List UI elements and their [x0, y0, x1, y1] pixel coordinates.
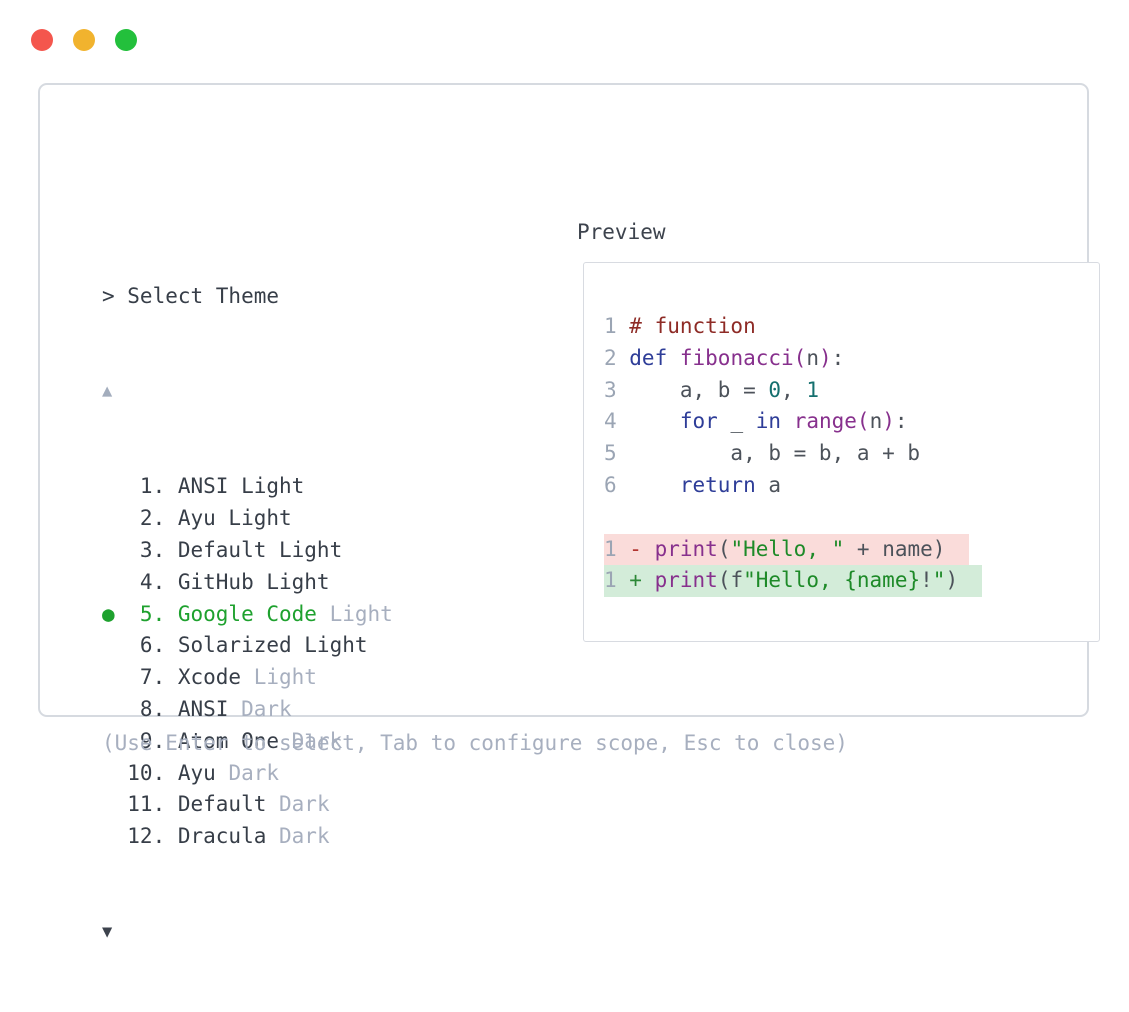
theme-list: 1. ANSI Light 2. Ayu Light 3. Default Li… — [102, 471, 393, 853]
theme-item-9[interactable]: 9. Atom One Dark — [102, 726, 393, 758]
marker-spacer — [102, 789, 127, 821]
theme-item-number: 5 — [139, 601, 153, 626]
theme-item-6[interactable]: 6. Solarized Light — [102, 630, 393, 662]
line-number: 4 — [604, 409, 617, 434]
theme-item-label: Solarized Light — [177, 633, 368, 658]
theme-item-label: ANSI — [177, 696, 229, 721]
marker-spacer — [102, 630, 127, 662]
theme-item-number: 12 — [127, 824, 153, 849]
theme-item-number: 11 — [127, 792, 153, 817]
theme-item-label: Google Code — [177, 601, 317, 626]
theme-item-number: 3 — [139, 537, 153, 562]
theme-item-label: Ayu Light — [177, 506, 292, 531]
code-line: 4 for _ in range(n): — [604, 406, 1099, 438]
theme-item-label: Dracula — [177, 824, 267, 849]
line-number: 2 — [604, 345, 617, 370]
theme-item-number: 7 — [139, 665, 153, 690]
code-line — [604, 502, 1099, 534]
code-line: 6 return a — [604, 470, 1099, 502]
theme-item-7[interactable]: 7. Xcode Light — [102, 662, 393, 694]
theme-item-10[interactable]: 10. Ayu Dark — [102, 758, 393, 790]
marker-spacer — [102, 535, 127, 567]
line-number: 1 — [604, 568, 617, 593]
code-line: 1# function — [604, 311, 1099, 343]
theme-item-label: GitHub Light — [177, 569, 330, 594]
theme-item-label: Dark — [228, 696, 292, 721]
line-number: 5 — [604, 441, 617, 466]
theme-item-label: Dark — [279, 728, 343, 753]
theme-item-number: 6 — [139, 633, 153, 658]
theme-item-2[interactable]: 2. Ayu Light — [102, 503, 393, 535]
diff-line-added: 1+ print(f"Hello, {name}!") — [604, 565, 1099, 598]
minimize-button[interactable] — [73, 29, 95, 51]
traffic-lights — [31, 29, 137, 51]
code-line: 5 a, b = b, a + b — [604, 438, 1099, 470]
marker-spacer — [102, 758, 127, 790]
theme-item-label: Dark — [266, 824, 330, 849]
marker-spacer — [102, 821, 127, 853]
theme-item-number: 2 — [139, 506, 153, 531]
theme-item-number: 9 — [139, 728, 153, 753]
preview-title: Preview — [577, 220, 666, 244]
theme-item-label: Dark — [266, 792, 330, 817]
theme-picker-window: > Select Theme ▲ 1. ANSI Light 2. Ayu Li… — [38, 83, 1100, 942]
theme-item-1[interactable]: 1. ANSI Light — [102, 471, 393, 503]
line-number: 6 — [604, 472, 617, 497]
theme-item-11[interactable]: 11. Default Dark — [102, 789, 393, 821]
scroll-up-icon[interactable]: ▲ — [102, 380, 113, 401]
theme-item-label: Light — [241, 665, 317, 690]
theme-item-4[interactable]: 4. GitHub Light — [102, 567, 393, 599]
code-line: 3 a, b = 0, 1 — [604, 375, 1099, 407]
marker-spacer — [102, 694, 127, 726]
close-button[interactable] — [31, 29, 53, 51]
scroll-down-icon[interactable]: ▼ — [102, 921, 113, 942]
theme-item-label: Xcode — [177, 665, 242, 690]
line-number: 1 — [604, 536, 617, 561]
theme-item-label: Light — [316, 601, 393, 626]
selected-dot-icon: ● — [102, 601, 128, 626]
theme-item-12[interactable]: 12. Dracula Dark — [102, 821, 393, 853]
theme-item-number: 1 — [139, 474, 153, 499]
select-theme-prompt: > Select Theme — [102, 283, 280, 308]
diff-line-removed: 1- print("Hello, " + name) — [604, 533, 1099, 566]
marker-spacer — [102, 567, 127, 599]
theme-item-label: Ayu — [177, 760, 216, 785]
theme-item-label: Dark — [215, 760, 280, 785]
zoom-button[interactable] — [115, 29, 137, 51]
marker-spacer — [102, 662, 127, 694]
theme-item-label: Atom One — [177, 728, 280, 753]
marker-spacer — [102, 471, 127, 503]
theme-item-label: Default Light — [177, 537, 343, 562]
theme-picker: > Select Theme ▲ 1. ANSI Light 2. Ayu Li… — [102, 217, 393, 1012]
theme-item-number: 8 — [139, 696, 153, 721]
theme-item-label: Default — [177, 792, 267, 817]
theme-item-3[interactable]: 3. Default Light — [102, 535, 393, 567]
theme-item-5[interactable]: ● 5. Google Code Light — [102, 599, 393, 631]
theme-item-label: ANSI Light — [177, 474, 305, 499]
theme-item-8[interactable]: 8. ANSI Dark — [102, 694, 393, 726]
theme-item-number: 10 — [127, 760, 153, 785]
theme-item-number: 4 — [139, 569, 153, 594]
marker-spacer — [102, 503, 127, 535]
line-number: 3 — [604, 377, 617, 402]
help-text: (Use Enter to select, Tab to configure s… — [102, 731, 848, 755]
line-number: 1 — [604, 314, 617, 338]
